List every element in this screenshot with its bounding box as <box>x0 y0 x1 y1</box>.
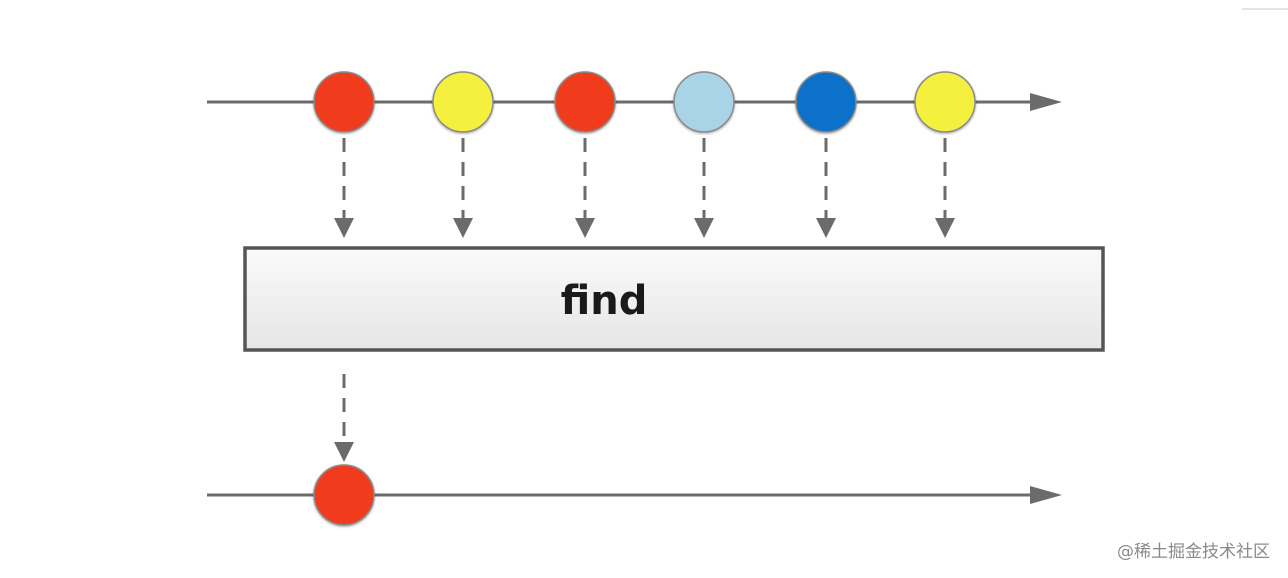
input-connector-4 <box>694 138 714 238</box>
input-marble-5 <box>795 71 857 133</box>
input-marble-4 <box>673 71 735 133</box>
input-connector-6-arrowhead <box>935 218 955 238</box>
input-connector-2 <box>453 138 473 238</box>
input-connector-3-arrowhead <box>575 218 595 238</box>
input-connector-5-arrowhead <box>816 218 836 238</box>
input-connector-5 <box>816 138 836 238</box>
input-connector-2-arrowhead <box>453 218 473 238</box>
output-connector-1 <box>334 374 354 462</box>
operator-label: find <box>561 278 648 324</box>
input-connector-4-arrowhead <box>694 218 714 238</box>
output-marble-1 <box>313 464 375 526</box>
output-timeline-arrowhead <box>1030 486 1062 504</box>
input-connector-1-arrowhead <box>334 218 354 238</box>
input-connector-1 <box>334 138 354 238</box>
operator-box: find <box>243 246 1105 352</box>
input-timeline-arrowhead <box>1030 93 1062 111</box>
output-marbles <box>313 464 375 526</box>
operator-box-rect <box>243 246 1105 352</box>
watermark-text: @稀土掘金技术社区 <box>1117 542 1270 562</box>
input-connectors <box>334 138 955 238</box>
input-connector-6 <box>935 138 955 238</box>
corner-mark <box>1242 8 1288 10</box>
input-marble-3 <box>554 71 616 133</box>
output-connector-1-arrowhead <box>334 442 354 462</box>
output-connectors <box>334 374 354 462</box>
input-connector-3 <box>575 138 595 238</box>
input-marble-6 <box>914 71 976 133</box>
input-marble-1 <box>313 71 375 133</box>
input-marble-2 <box>432 71 494 133</box>
input-marbles <box>313 71 976 133</box>
